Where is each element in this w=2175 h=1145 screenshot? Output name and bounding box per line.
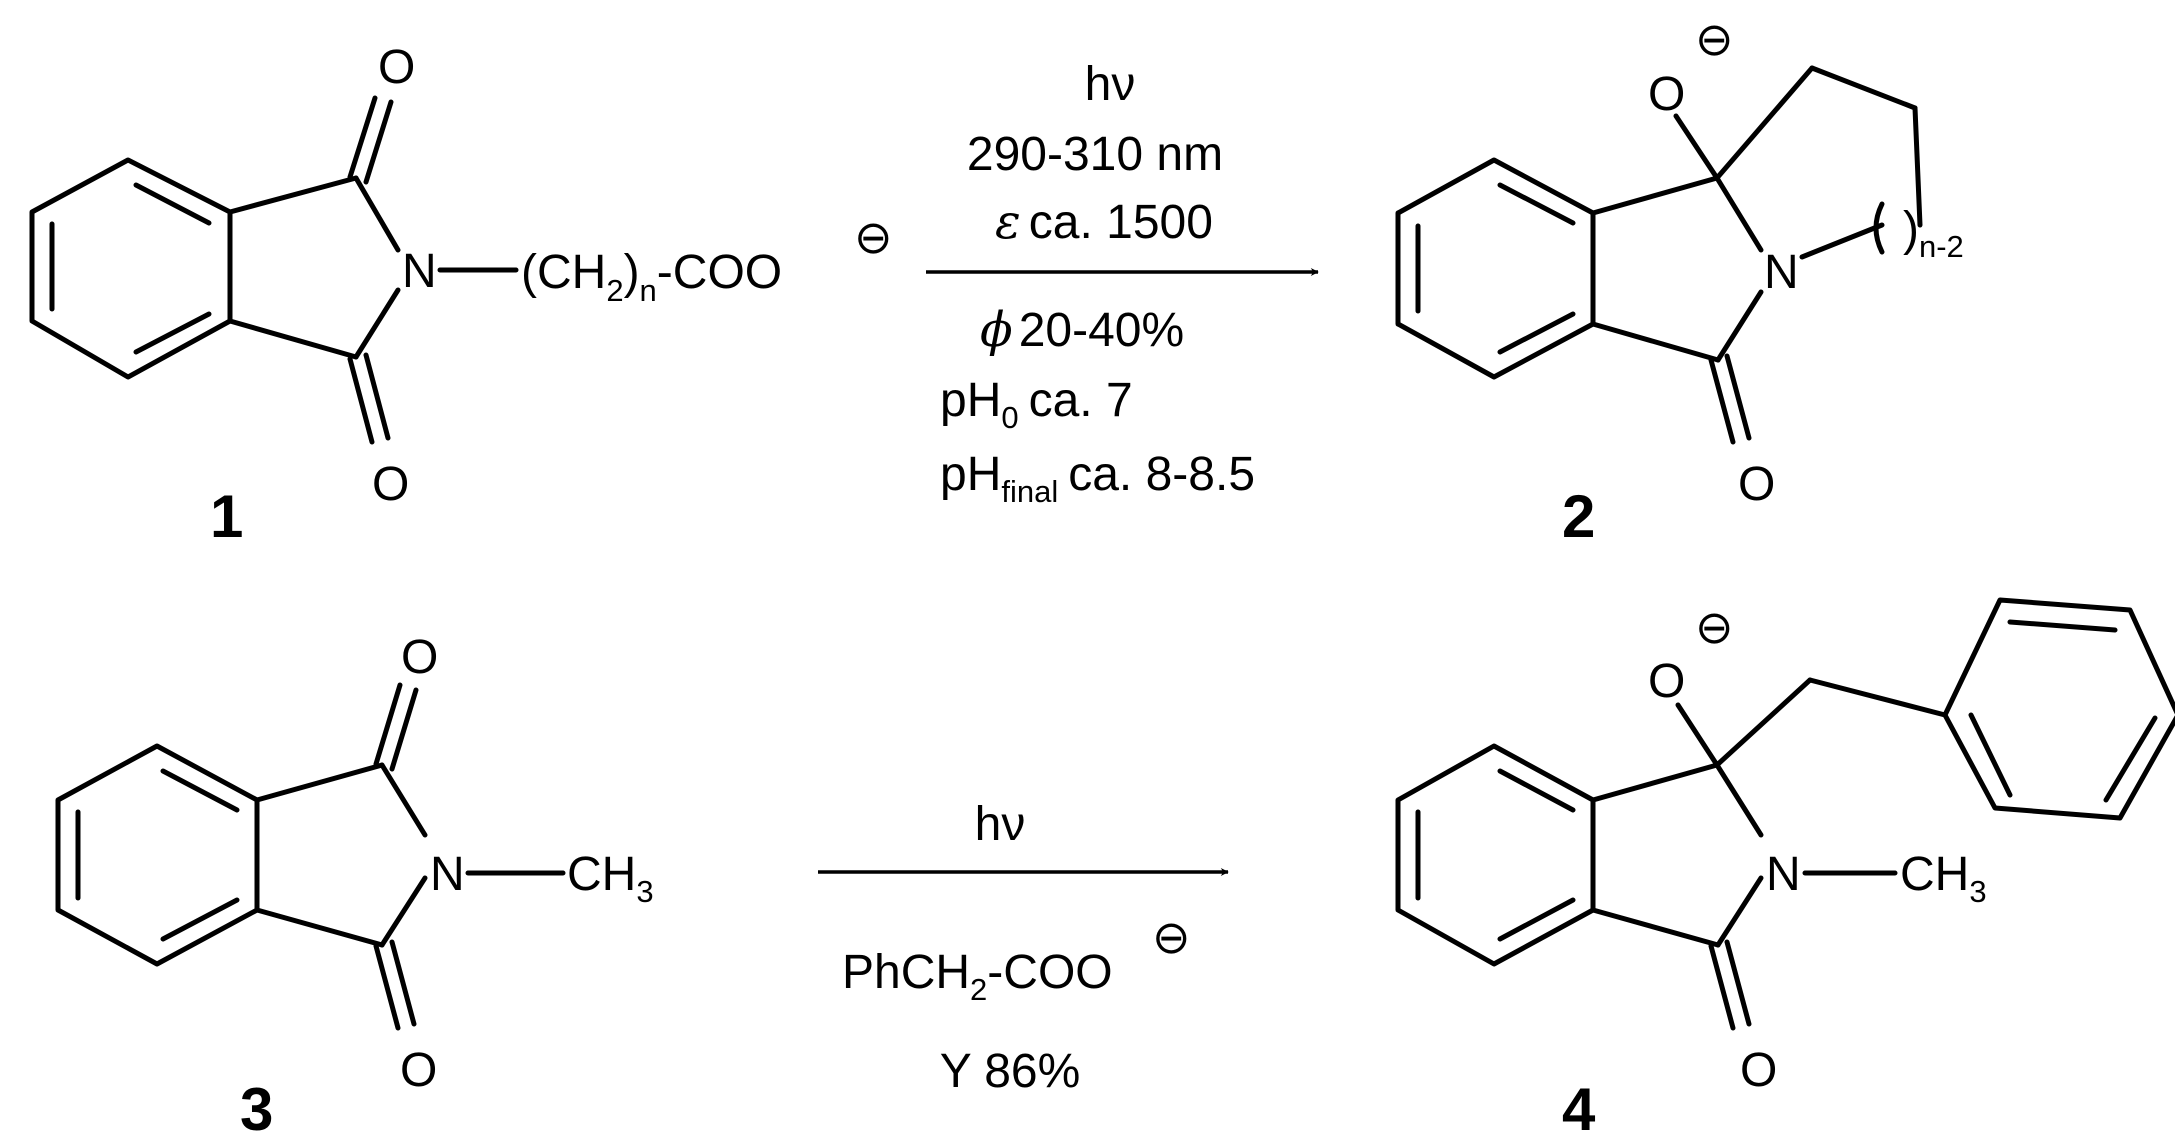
photolysis-label: hν [1085, 58, 1136, 111]
methyl-label: CH3 [567, 848, 654, 909]
lactam-ring [1590, 175, 1764, 363]
benzene-ring [55, 743, 260, 967]
spiro-ring [1714, 65, 1923, 260]
compound-number-1: 1 [210, 483, 243, 550]
compound-2-structure [1395, 65, 1923, 445]
carbonyl-bottom [373, 939, 417, 1031]
carbonyl-top [347, 95, 394, 185]
compound-3-structure [55, 682, 566, 1031]
carbonyl-bottom [347, 352, 391, 445]
oxygen-label: O [401, 631, 438, 684]
carbonyl-bottom [1708, 939, 1752, 1031]
anion-charge-symbol: ⊖ [1695, 13, 1734, 65]
compound-number-3: 3 [240, 1076, 273, 1143]
compound-1-structure [29, 95, 519, 445]
anion-charge-symbol: ⊖ [1695, 601, 1734, 653]
oxygen-label: O [378, 41, 415, 94]
wavelength-label: 290-310 nm [967, 128, 1223, 181]
benzyl-group [1714, 597, 2175, 821]
benzene-ring [1395, 157, 1596, 380]
oxygen-label: O [372, 458, 409, 511]
compound-number-4: 4 [1562, 1076, 1596, 1143]
carbonyl-top [373, 682, 419, 772]
oxygen-label: O [1740, 1044, 1777, 1097]
alkoxide-bond [1675, 702, 1720, 768]
yield-label: Y 86% [940, 1045, 1081, 1098]
oxygen-label: O [400, 1044, 437, 1097]
alkoxide-oxygen-label: O [1648, 655, 1685, 708]
nitrogen-label: N [430, 848, 465, 901]
imide-ring [254, 762, 428, 948]
reagent-label: PhCH2-COO [842, 946, 1113, 1007]
lactam-ring [1590, 762, 1764, 948]
alkoxide-bond [1673, 113, 1720, 181]
nitrogen-label: N [1764, 246, 1799, 299]
compound-number-2: 2 [1562, 483, 1595, 550]
methyl-label: CH3 [1900, 848, 1987, 909]
benzene-ring [1395, 743, 1596, 967]
imide-ring [227, 175, 401, 360]
ring-size-bracket: )n-2 [1903, 203, 1964, 264]
oxygen-label: O [1738, 458, 1775, 511]
anion-charge-symbol: ⊖ [854, 211, 893, 263]
carbonyl-bottom [1708, 353, 1752, 445]
alkoxide-oxygen-label: O [1648, 68, 1685, 121]
alkyl-carboxylate-chain: (CH2)n-COO [521, 246, 782, 308]
compound-4-structure [1395, 597, 2175, 1031]
nitrogen-label: N [1766, 848, 1801, 901]
photolysis-label: hν [975, 798, 1026, 851]
anion-charge-symbol: ⊖ [1152, 911, 1191, 963]
nitrogen-label: N [402, 245, 437, 298]
benzene-ring [29, 157, 233, 380]
